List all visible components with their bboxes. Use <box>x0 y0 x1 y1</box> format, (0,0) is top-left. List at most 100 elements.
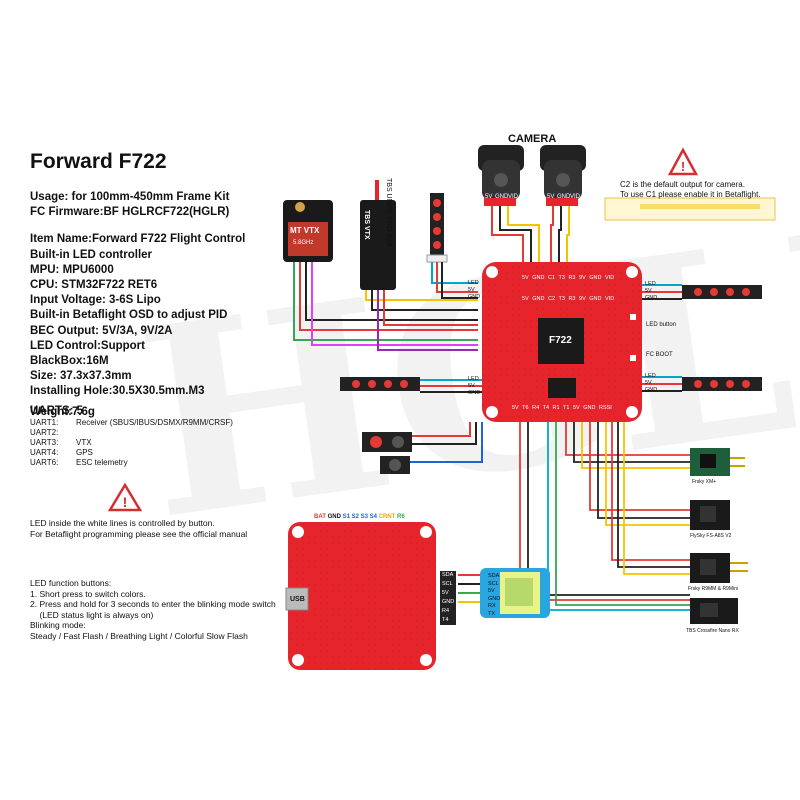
tbs-vtx-label: TBS VTX <box>363 210 370 240</box>
pdb-pin: GND <box>327 514 341 520</box>
fc-right-pins: LED 5V GND <box>645 281 657 302</box>
fc-pin: GND <box>645 387 658 393</box>
c2-note-line: To use C1 please enable it in Betaflight… <box>620 189 761 199</box>
gps-wire-labels: SDA SCL 5V GND R4 T4 <box>440 571 457 625</box>
gps-pin: SDA <box>442 572 454 578</box>
fc-pin: 5V <box>512 405 519 411</box>
cam-pin: 5V <box>547 194 555 200</box>
camera-left <box>478 145 524 206</box>
fc-pin: VID <box>605 296 615 302</box>
mt-vtx <box>283 200 333 262</box>
fc-pin: T3 <box>558 296 565 302</box>
page-title: Forward F722 <box>30 150 167 173</box>
spec-led-control: LED Control:Support <box>30 339 145 352</box>
fc-bottom-pins: 5V T6 R4 T4 R1 T1 5V GND RSSI <box>512 405 612 411</box>
gps-pin: GND <box>442 599 455 605</box>
led-note: LED inside the white lines is controlled… <box>30 518 247 540</box>
fc-pin: LED <box>645 373 656 379</box>
spec-spacer <box>30 220 245 232</box>
fc-pin: GND <box>589 296 602 302</box>
fc-pin: 5V <box>468 287 475 293</box>
gps-pin: 5V <box>488 588 495 594</box>
gps-pin: RX <box>488 603 496 609</box>
spec-firmware: FC Firmware:BF HGLRCF722(HGLR) <box>30 206 230 219</box>
svg-text:!: ! <box>681 159 685 174</box>
fc-pin: GND <box>468 294 481 300</box>
receiver-frsky-xm <box>690 448 745 476</box>
fc-pin: GND <box>589 275 602 281</box>
led-note-line: For Betaflight programming please see th… <box>30 529 248 539</box>
mt-vtx-band: 5.8GHz <box>293 240 314 246</box>
led-button-label: LED button <box>646 322 677 328</box>
fc-pin: R1 <box>552 405 560 411</box>
gps-pin: R4 <box>442 608 450 614</box>
receiver-label: Frsky XM+ <box>692 479 717 485</box>
gps-pin: SCL <box>442 581 453 587</box>
led-function-note: LED function buttons: 1. Short press to … <box>30 578 276 641</box>
uart-row: UART3:VTX <box>30 438 92 447</box>
led-strip-left <box>340 377 420 391</box>
fc-pin: RSSI <box>599 405 612 411</box>
gps-pin: SCL <box>488 580 499 587</box>
led-strip-right-bottom <box>682 377 762 391</box>
fc-pin: 5V <box>645 288 652 294</box>
fc-pin: GND <box>583 405 596 411</box>
cam-pin: VID <box>570 194 581 200</box>
fc-pin: LED <box>468 376 479 382</box>
fc-board <box>482 262 642 422</box>
fc-pin: T4 <box>542 405 550 411</box>
tbs-vtx <box>360 180 396 290</box>
fc-pin: T6 <box>522 405 529 411</box>
receiver-label: FlySky FS-A8S V2 <box>690 533 732 539</box>
mt-vtx-label: MT VTX <box>290 226 320 235</box>
uarts-title: UARTS: 5 <box>30 405 84 417</box>
pdb-board <box>285 522 436 670</box>
buzzer <box>362 432 412 474</box>
fc-left-pins: LED 5V GND <box>468 280 480 301</box>
pdb-pin: R6 <box>396 514 405 520</box>
cam-pin: GND <box>557 194 571 200</box>
spec-osd: Built-in Betaflight OSD to adjust PID <box>30 309 228 322</box>
func-line: LED function buttons: <box>30 578 112 588</box>
receiver-crossfire <box>690 598 738 624</box>
warning-icon: ! <box>667 147 699 176</box>
pdb-pin: S2 <box>351 514 359 520</box>
cam-pin: GND <box>495 194 509 200</box>
uart-row: UART4:GPS <box>30 448 93 457</box>
led-note-line: LED inside the white lines is controlled… <box>30 518 215 528</box>
gps-pin: GND <box>488 595 501 602</box>
gps-pin: TX <box>488 610 496 617</box>
fc-pin: C1 <box>548 275 556 281</box>
spec-weight: Weight:7.6g <box>30 405 95 418</box>
fc-pin: T1 <box>563 405 570 411</box>
gps-pin-labels: SDA SCL 5V GND RX TX <box>488 573 500 618</box>
receiver-label: Frsky R9MM & R9Mini <box>688 586 739 592</box>
c2-note: C2 is the default output for camera. To … <box>620 180 761 199</box>
fc-pin: R3 <box>568 296 576 302</box>
warning-icon: ! <box>107 482 143 512</box>
fc-right-pins-2: LED 5V GND <box>645 373 657 394</box>
fc-pin: LED <box>468 280 479 286</box>
uart-list: UART1:Receiver (SBUS/IBUS/DSMX/R9MM/CRSF… <box>30 418 233 468</box>
led-strip-top <box>426 193 448 263</box>
receiver-flysky <box>690 500 730 530</box>
func-line: 2. Press and hold for 3 seconds to enter… <box>30 599 276 609</box>
uart-row: UART2: <box>30 428 59 437</box>
fc-chip-label: F722 <box>549 335 572 346</box>
fc-pin: VID <box>605 275 615 281</box>
spec-item-name: Item Name:Forward F722 Flight Control <box>30 233 246 246</box>
gps-pin: T4 <box>442 617 449 623</box>
fc-top-pins: 5V GND C1 T3 R3 9V GND VID <box>522 275 614 281</box>
fc-pin: T3 <box>558 275 565 281</box>
fc-pin: 5V <box>572 405 580 411</box>
spec-cpu: CPU: STM32F722 RET6 <box>30 279 158 292</box>
spec-hole: Installing Hole:30.5X30.5mm.M3 <box>30 385 205 398</box>
pdb-pin: S3 <box>360 514 368 520</box>
fc-pin: 9V <box>579 296 586 302</box>
svg-text:!: ! <box>123 494 128 510</box>
gps-module <box>480 568 550 618</box>
pdb-top-pins: BAT GND S1 S2 S3 S4 CRNT R6 <box>314 514 405 520</box>
fc-left-pins-2: LED 5V GND <box>468 376 480 397</box>
